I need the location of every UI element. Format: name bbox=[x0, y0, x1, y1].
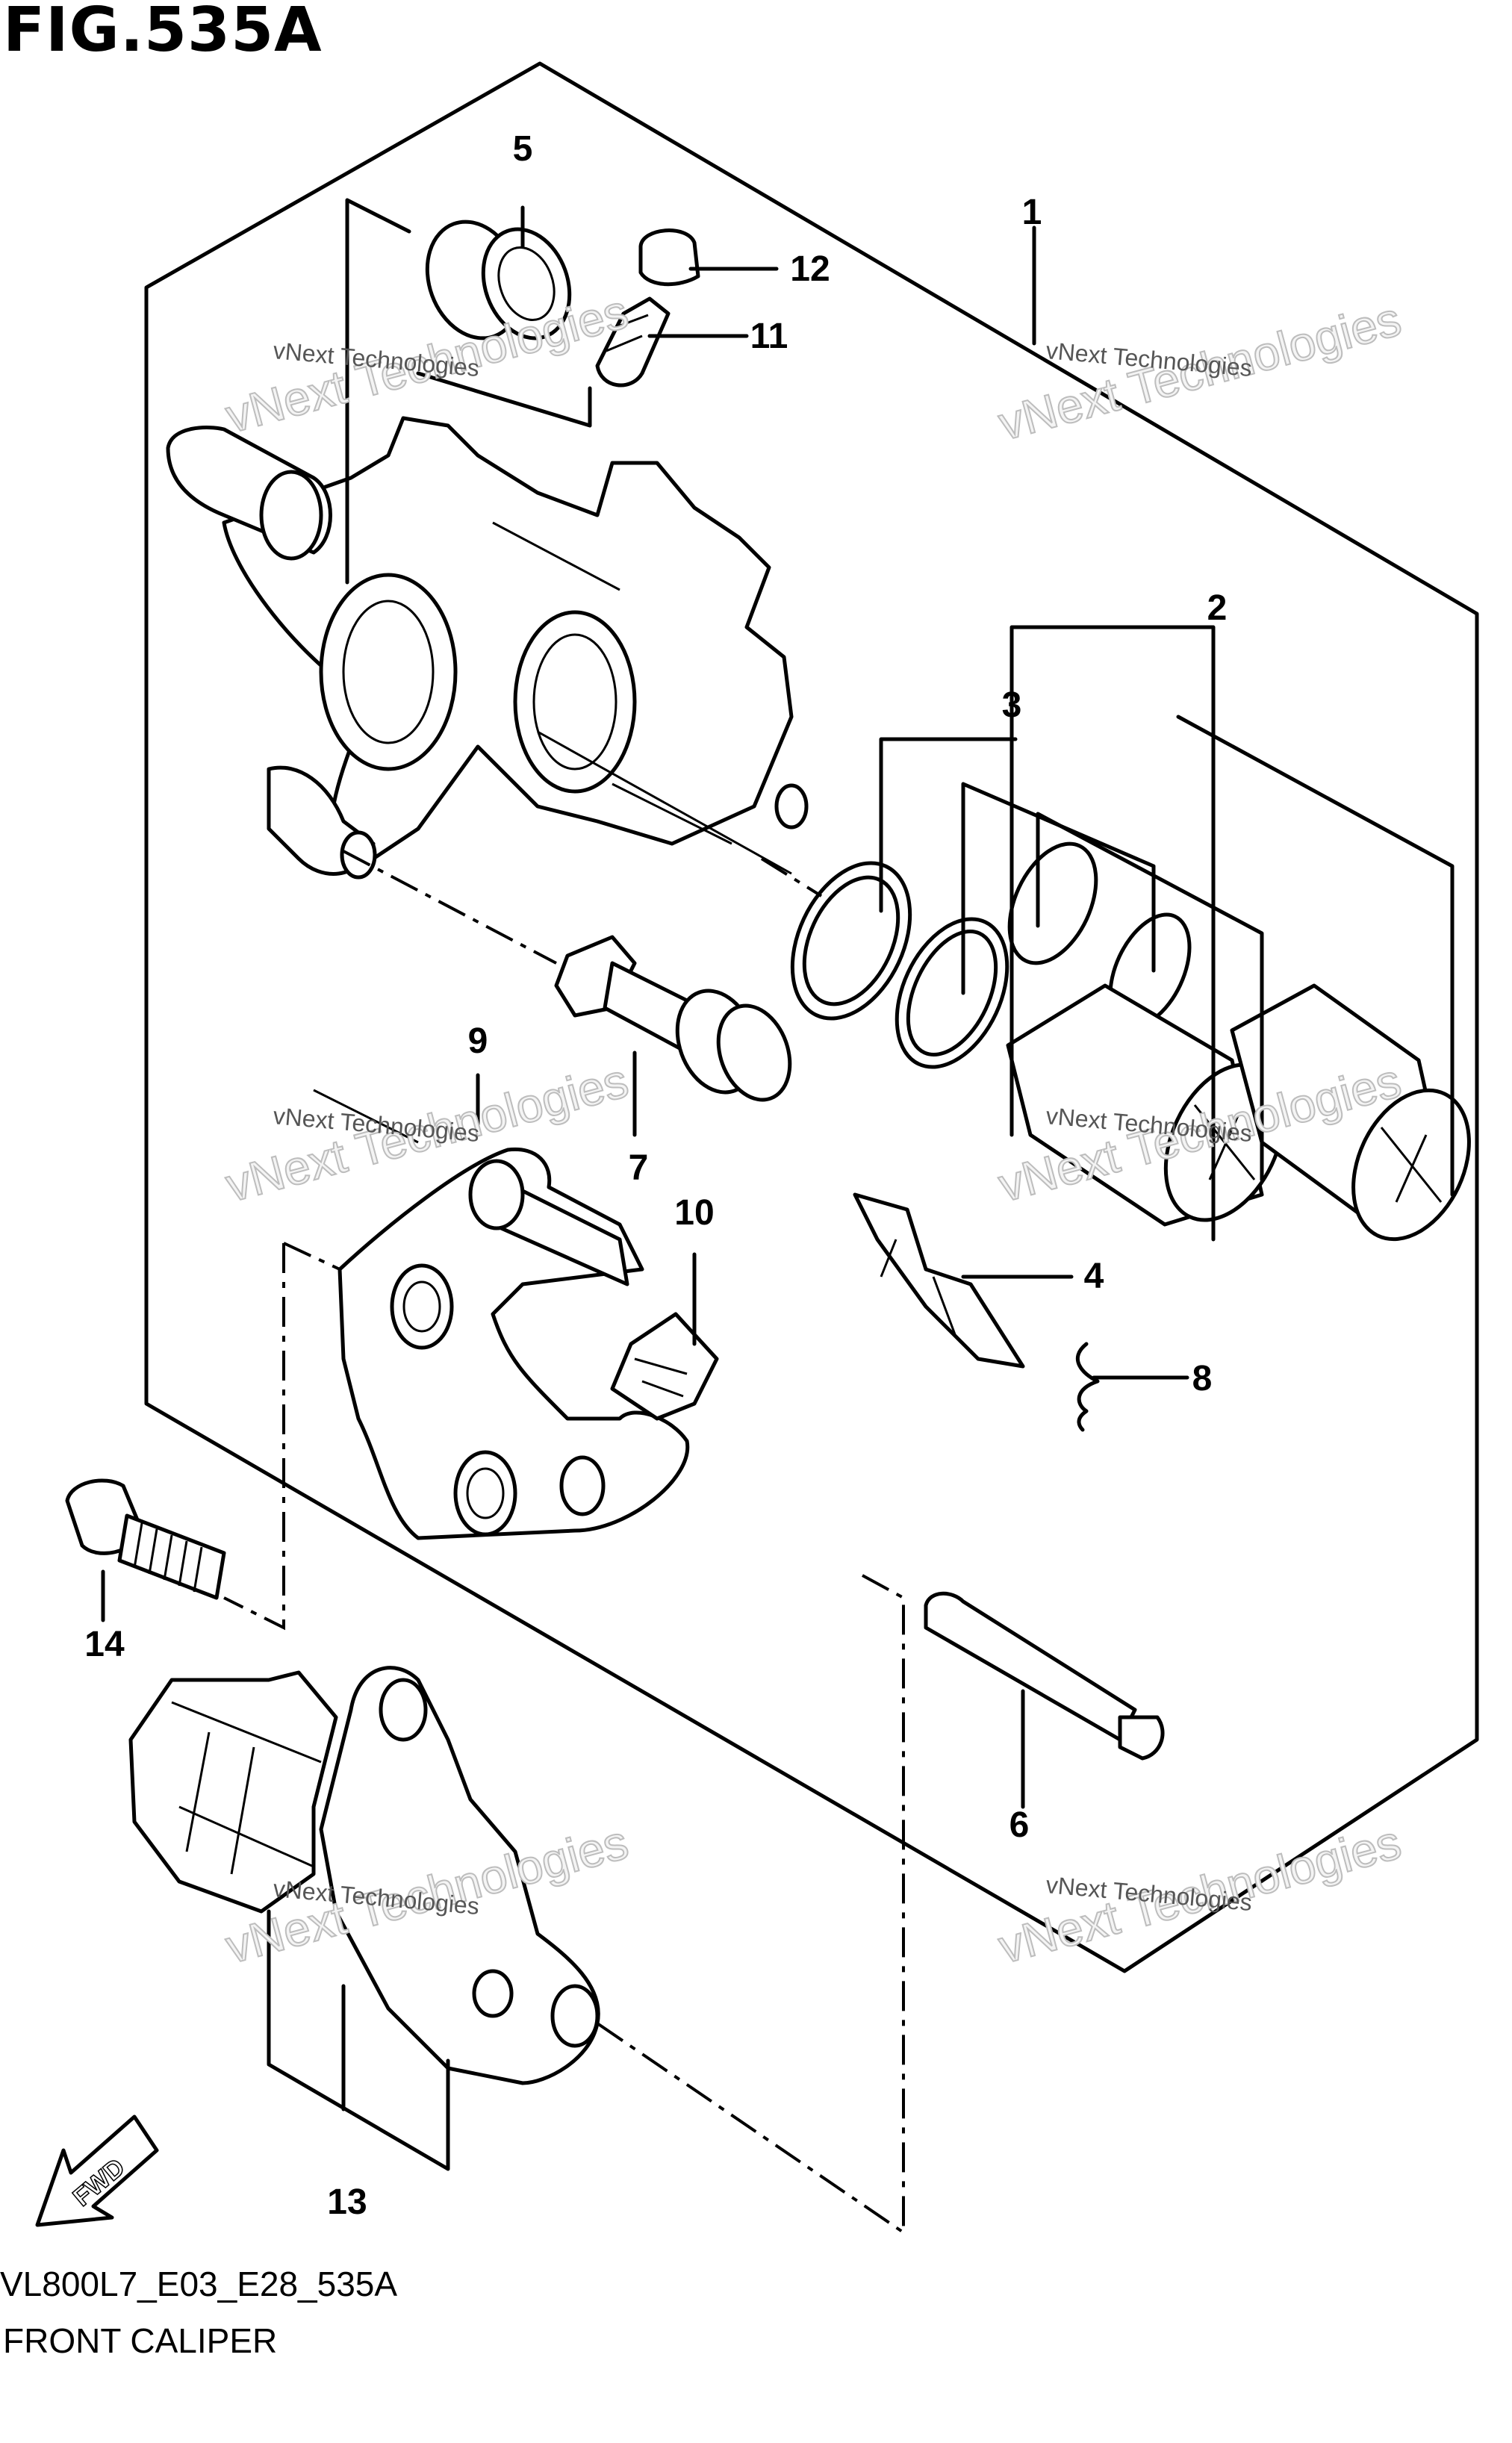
callout-4: 4 bbox=[1084, 1257, 1104, 1296]
pad-pin-part-6 bbox=[924, 1591, 1165, 1761]
callout-1: 1 bbox=[1022, 193, 1042, 232]
callout-labels: 1 2 3 4 5 6 7 8 9 10 11 12 13 14 bbox=[84, 129, 1227, 2222]
pad-spring-part-4 bbox=[853, 1192, 1025, 1369]
piston-2 bbox=[1230, 983, 1471, 1242]
callout-7: 7 bbox=[629, 1148, 649, 1188]
callout-8: 8 bbox=[1192, 1359, 1213, 1398]
fwd-direction-arrow: FWD bbox=[35, 2114, 159, 2227]
dust-seal-1 bbox=[1007, 841, 1098, 965]
callout-6: 6 bbox=[1009, 1805, 1030, 1845]
figure-caption: FRONT CALIPER bbox=[3, 2321, 278, 2360]
callout-5: 5 bbox=[513, 129, 533, 169]
callout-10: 10 bbox=[674, 1193, 714, 1233]
callout-9: 9 bbox=[468, 1021, 488, 1061]
bleeder-cap-part-12 bbox=[638, 228, 700, 287]
piston-seal-2 bbox=[895, 917, 1009, 1069]
slide-pin-part-7 bbox=[554, 935, 792, 1102]
mounting-bolt-part-14 bbox=[65, 1478, 226, 1600]
caliper-bracket-part-9 bbox=[313, 1089, 690, 1540]
pad-retainer-part-10 bbox=[610, 1312, 719, 1421]
callout-3: 3 bbox=[1002, 685, 1022, 725]
piston-seal-1 bbox=[790, 861, 912, 1021]
bleeder-valve-part-11 bbox=[595, 296, 671, 388]
leader-lines bbox=[101, 198, 1455, 2171]
figure-code: VL800L7_E03_E28_535A bbox=[0, 2265, 398, 2303]
figure-title: FIG.535A bbox=[3, 0, 323, 66]
caliper-body bbox=[166, 416, 809, 880]
pad-clip-part-8 bbox=[1075, 1342, 1100, 1432]
brake-pad-set-part-13 bbox=[128, 1666, 600, 2085]
boot-part-5 bbox=[425, 220, 572, 340]
callout-2: 2 bbox=[1207, 588, 1228, 628]
callout-14: 14 bbox=[84, 1625, 125, 1664]
callout-12: 12 bbox=[790, 249, 830, 289]
alignment-lines bbox=[223, 850, 905, 2235]
callout-11: 11 bbox=[750, 317, 788, 356]
assembly-outline bbox=[144, 61, 1479, 1973]
callout-13: 13 bbox=[327, 2182, 367, 2222]
